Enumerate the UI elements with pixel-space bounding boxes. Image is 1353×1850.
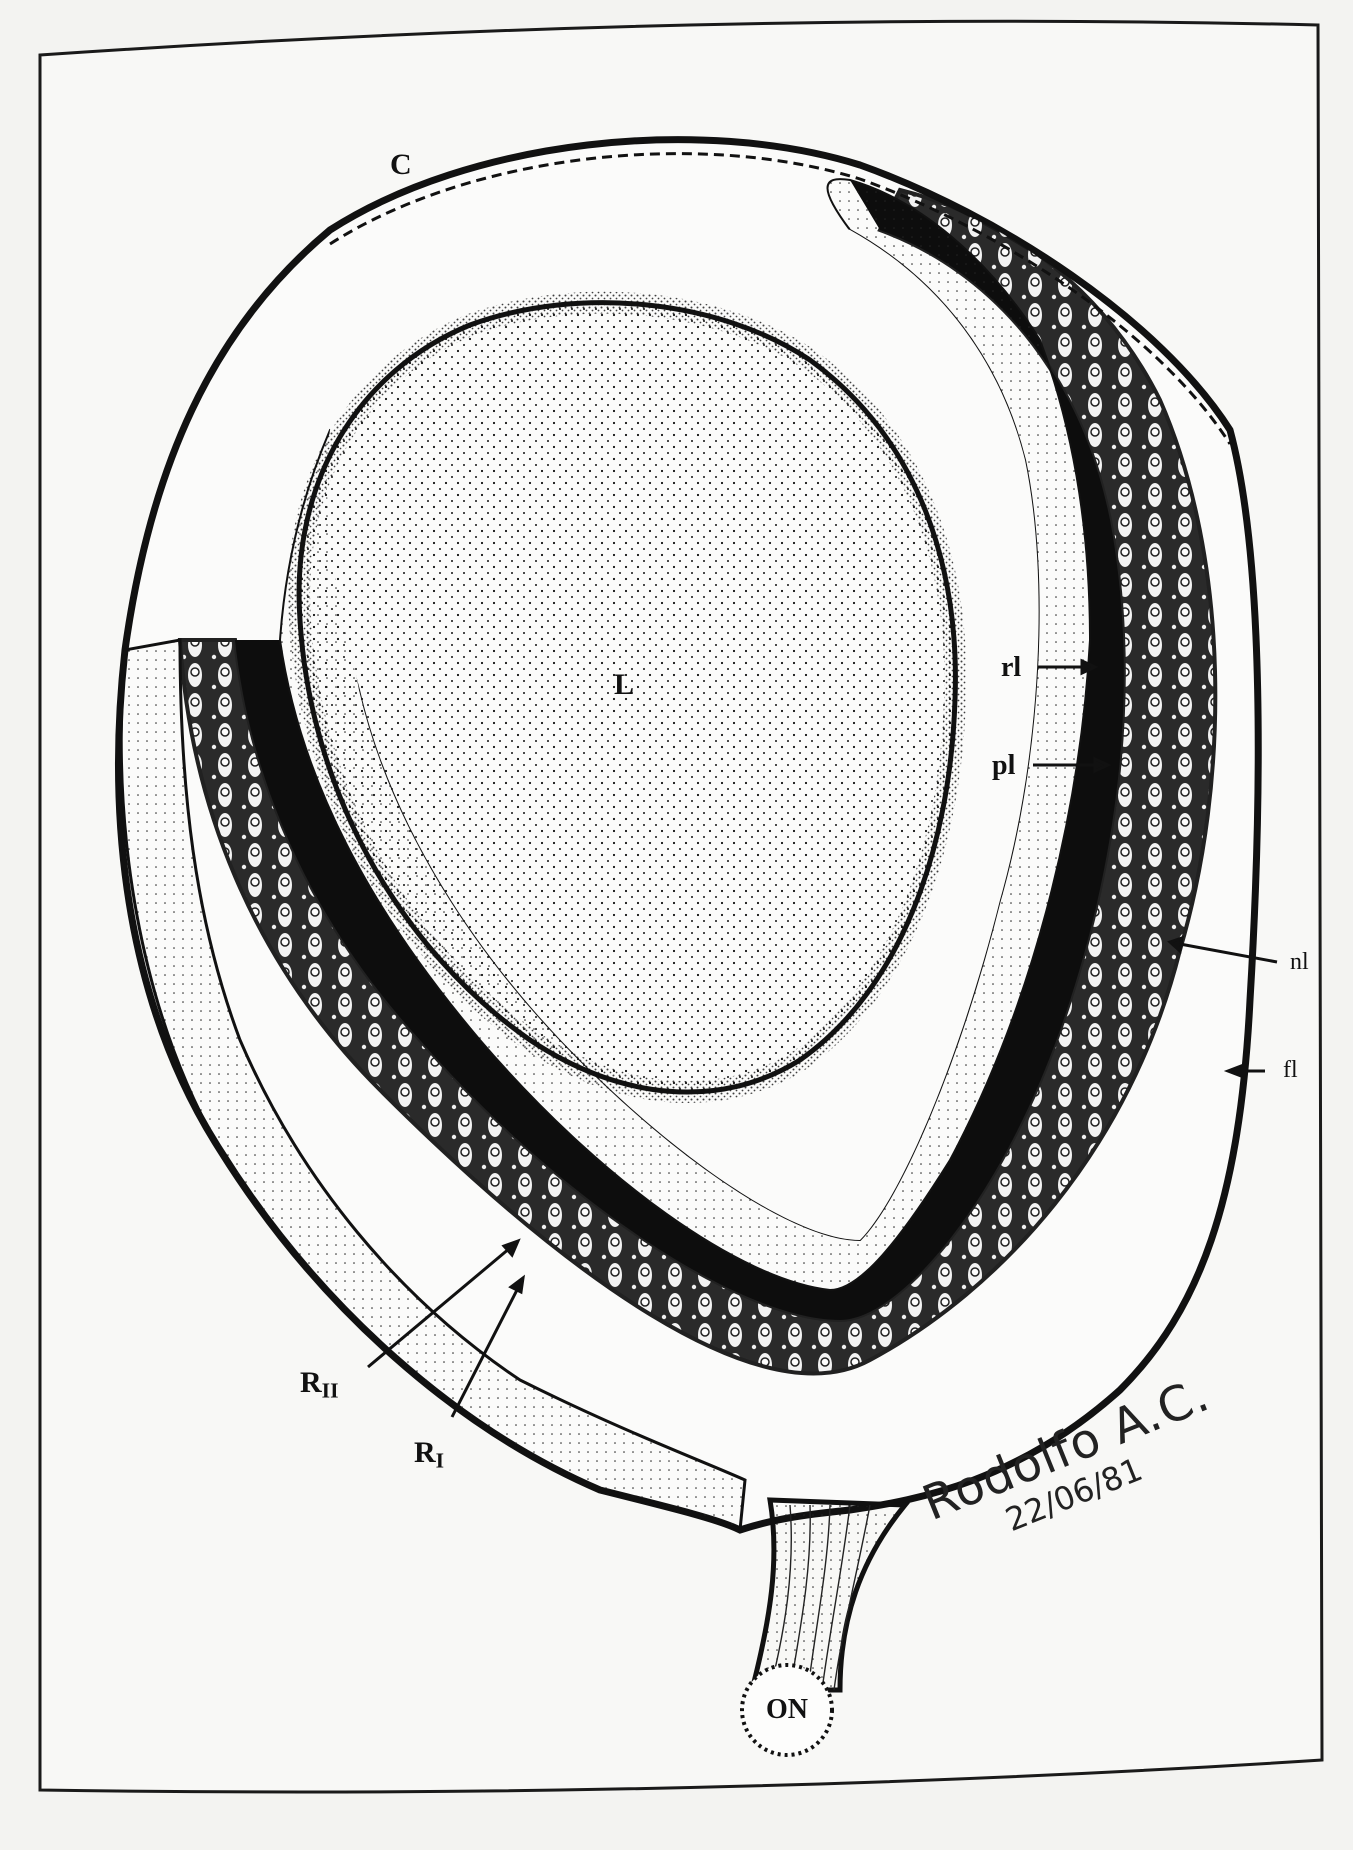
- label-RI: RI: [414, 1438, 444, 1472]
- label-fl: fl: [1283, 1058, 1298, 1082]
- label-RII-base: R: [300, 1366, 322, 1399]
- label-nl: nl: [1290, 950, 1309, 974]
- label-RI-sub: I: [436, 1448, 444, 1472]
- label-lens: L: [614, 670, 634, 700]
- label-cornea: C: [390, 150, 412, 180]
- label-RI-base: R: [414, 1436, 436, 1469]
- label-rl: rl: [1001, 654, 1021, 682]
- label-pl: pl: [992, 752, 1015, 780]
- label-RII: RII: [300, 1368, 338, 1402]
- label-optic-nerve: ON: [766, 1696, 808, 1724]
- label-RII-sub: II: [322, 1378, 339, 1402]
